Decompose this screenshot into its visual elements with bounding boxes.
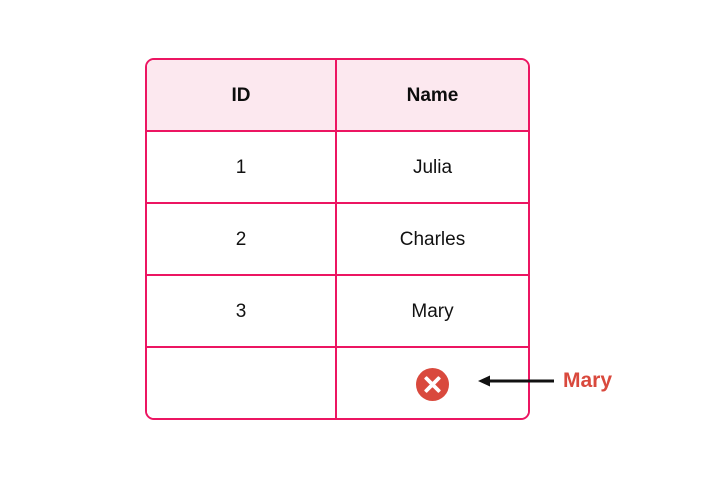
cell-id: 1 [147,132,337,202]
error-circle-x-icon [416,367,449,401]
table-row: 1 Julia [147,132,528,204]
table-row: 3 Mary [147,276,528,348]
data-table: ID Name 1 Julia 2 Charles 3 Mary [145,58,530,420]
cell-name: Mary [411,300,454,322]
cell-id-empty [147,348,337,418]
cell-id: 3 [147,276,337,346]
column-header-name: Name [406,84,459,106]
table-row: 2 Charles [147,204,528,276]
table-row-rejected [147,348,528,418]
table-header-row: ID Name [147,60,528,132]
annotation-label: Mary [563,369,613,392]
cell-name-error [337,348,528,418]
cell-id: 2 [147,204,337,274]
column-header-id: ID [147,60,337,130]
cell-name: Charles [399,228,466,250]
cell-name: Julia [412,156,453,178]
